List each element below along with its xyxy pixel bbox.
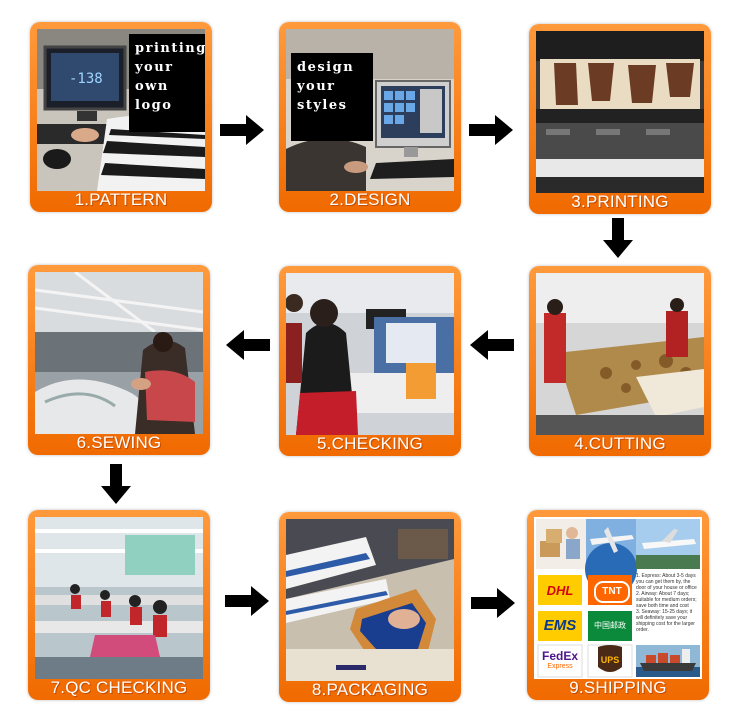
design-photo: design your styles bbox=[286, 29, 454, 191]
step-5-checking: 5.CHECKING bbox=[279, 266, 461, 456]
step-label: 2.DESIGN bbox=[329, 190, 411, 209]
overlay-line: your bbox=[297, 79, 336, 94]
ems-logo: EMS bbox=[543, 617, 577, 634]
arrow-right-icon bbox=[471, 588, 515, 618]
step-label: 3.PRINTING bbox=[571, 192, 669, 211]
step-4-cutting: 4.CUTTING bbox=[529, 266, 711, 456]
step-9-shipping: DHL TNT EMS 中国邮政 FedEx Express UPS 1. Ex… bbox=[527, 510, 709, 700]
design-text-overlay: design your styles bbox=[291, 53, 373, 141]
arrow-right-icon bbox=[469, 115, 513, 145]
arrow-left-icon bbox=[226, 330, 270, 360]
overlay-line: design bbox=[297, 60, 355, 75]
step-1-pattern: -138 printing your own logo 1.PATTERN bbox=[30, 22, 212, 212]
svg-text:-138: -138 bbox=[69, 71, 103, 87]
overlay-line: styles bbox=[297, 98, 348, 113]
fedex-logo-text: FedEx bbox=[541, 649, 578, 663]
step-label: 5.CHECKING bbox=[317, 434, 423, 453]
step-6-sewing: 6.SEWING bbox=[28, 265, 210, 455]
shipping-note: 2. Airway: About 7 days; suitable for me… bbox=[636, 591, 697, 609]
step-7-qc-checking: 7.QC CHECKING bbox=[28, 510, 210, 700]
step-label: 4.CUTTING bbox=[574, 434, 666, 453]
qc-checking-photo bbox=[35, 517, 203, 679]
pattern-photo: -138 printing your own logo bbox=[37, 29, 205, 191]
overlay-line: printing bbox=[135, 41, 205, 56]
china-post-logo: 中国邮政 bbox=[594, 621, 626, 630]
pattern-text-overlay: printing your own logo bbox=[129, 34, 205, 132]
dhl-logo: DHL bbox=[546, 583, 574, 598]
sewing-photo bbox=[35, 272, 203, 434]
printing-photo bbox=[536, 31, 704, 193]
arrow-right-icon bbox=[220, 115, 264, 145]
arrow-down-icon bbox=[101, 464, 131, 504]
step-label: 7.QC CHECKING bbox=[50, 678, 188, 697]
step-label: 8.PACKAGING bbox=[311, 680, 429, 699]
step-3-printing: 3.PRINTING bbox=[529, 24, 711, 214]
shipping-note: 1. Express: About 3-5 days you can get t… bbox=[636, 573, 697, 591]
fedex-logo: FedEx Express bbox=[538, 649, 582, 671]
packaging-photo bbox=[286, 519, 454, 681]
overlay-line: logo bbox=[135, 98, 173, 113]
overlay-line: your bbox=[135, 60, 174, 75]
ups-logo: UPS bbox=[600, 655, 620, 665]
step-label: 9.SHIPPING bbox=[569, 678, 667, 697]
shipping-panel: DHL TNT EMS 中国邮政 FedEx Express UPS 1. Ex… bbox=[534, 517, 702, 679]
arrow-right-icon bbox=[225, 586, 269, 616]
fedex-express-text: Express bbox=[547, 663, 573, 670]
checking-photo bbox=[286, 273, 454, 435]
step-label: 6.SEWING bbox=[76, 433, 162, 452]
cutting-photo bbox=[536, 273, 704, 435]
step-2-design: design your styles 2.DESIGN bbox=[279, 22, 461, 212]
arrow-left-icon bbox=[470, 330, 514, 360]
overlay-line: own bbox=[135, 79, 169, 94]
step-label: 1.PATTERN bbox=[74, 190, 168, 209]
tnt-logo: TNT bbox=[594, 581, 630, 603]
step-8-packaging: 8.PACKAGING bbox=[279, 512, 461, 702]
shipping-notes: 1. Express: About 3-5 days you can get t… bbox=[636, 573, 700, 643]
arrow-down-icon bbox=[603, 218, 633, 258]
shipping-note: 3. Seaway: 15-25 days; it will definitel… bbox=[636, 609, 695, 633]
